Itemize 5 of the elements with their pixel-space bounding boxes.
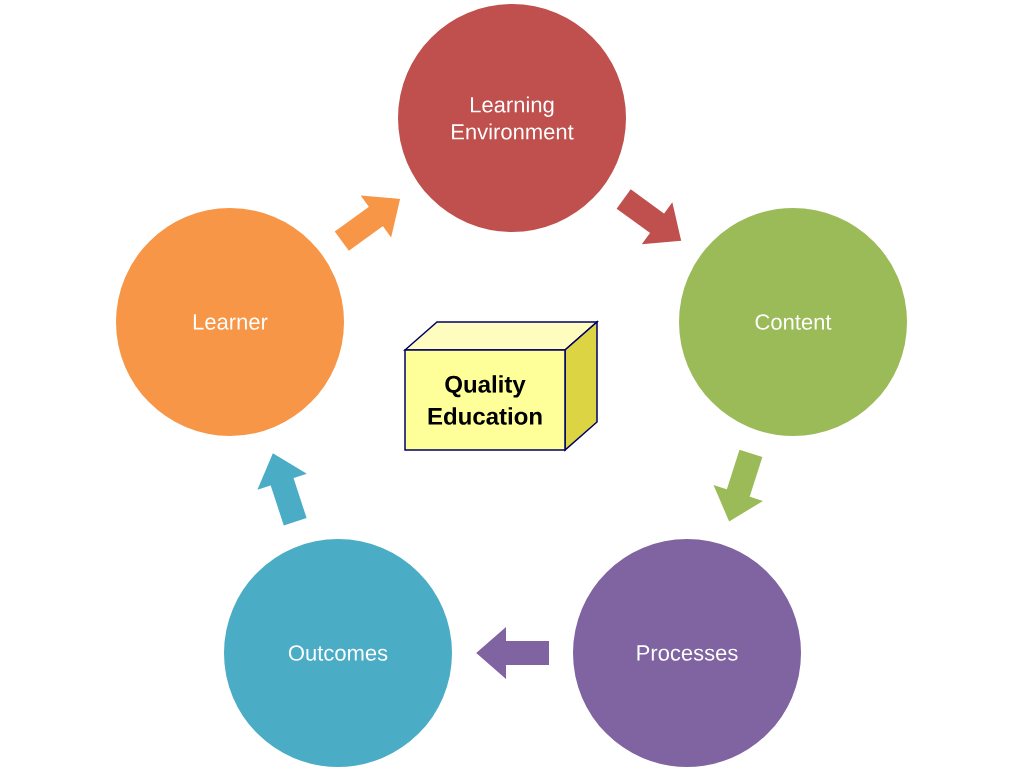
circle-node: Outcomes bbox=[222, 537, 454, 769]
circle-node: Content bbox=[677, 206, 909, 438]
circle-node: Learner bbox=[114, 206, 346, 438]
circle-node: Processes bbox=[571, 537, 803, 769]
circle-node: Learning Environment bbox=[396, 2, 628, 234]
